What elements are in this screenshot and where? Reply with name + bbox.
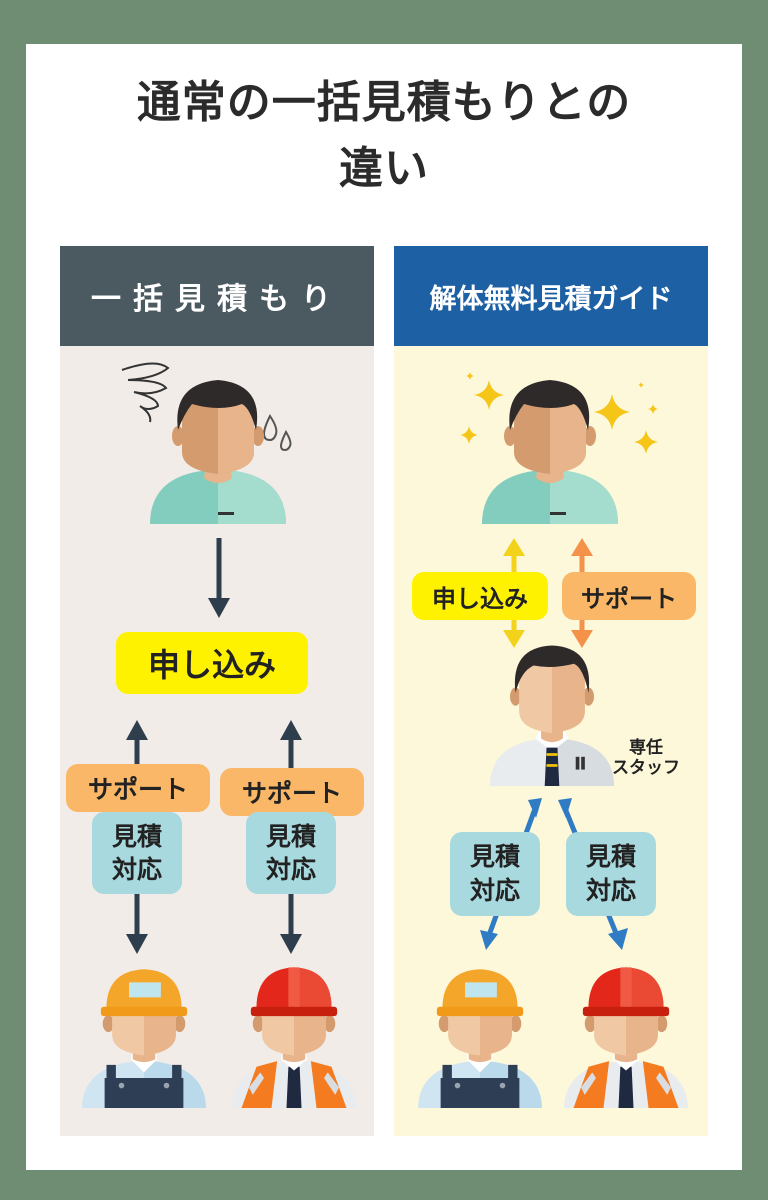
staff-label-line2: スタッフ — [612, 758, 680, 778]
worker-cap-figure — [74, 958, 214, 1108]
arrow-up-icon — [280, 720, 302, 770]
customer-figure — [480, 374, 620, 524]
sparkle-icon — [648, 404, 658, 414]
sparkle-icon — [634, 430, 658, 454]
worker-helmet-figure — [556, 958, 696, 1108]
worker-helmet-figure — [224, 958, 364, 1108]
sparkle-icon — [638, 382, 644, 388]
arrow-down-icon — [208, 538, 230, 618]
estimate-tag-1: 見積 対応 — [450, 832, 540, 916]
support-tag: サポート — [562, 572, 696, 620]
estimate-tag-1-line2: 対応 — [111, 855, 162, 884]
staff-label: 専任 スタッフ — [604, 738, 688, 778]
estimate-tag-1-line2: 対応 — [469, 876, 520, 905]
stress-swirl-icon — [121, 362, 170, 423]
title-line-1: 通常の一括見積もりとの — [136, 77, 632, 128]
support-tag-1: サポート — [66, 764, 210, 812]
page-title: 通常の一括見積もりとの 違い — [0, 70, 768, 202]
sweat-drop-icon — [262, 414, 292, 452]
estimate-tag-1: 見積 対応 — [92, 812, 182, 894]
estimate-tag-2-line2: 対応 — [585, 876, 636, 905]
customer-figure — [148, 374, 288, 524]
arrow-up-icon — [126, 720, 148, 770]
header-bulk-estimate: 一括見積もり — [60, 246, 374, 346]
estimate-tag-2-line1: 見積 — [265, 822, 316, 851]
estimate-tag-1-line1: 見積 — [469, 842, 520, 871]
apply-tag: 申し込み — [412, 572, 548, 620]
sparkle-icon — [460, 426, 478, 444]
title-line-2: 違い — [339, 143, 429, 194]
sparkle-icon — [466, 372, 474, 380]
arrow-down-icon — [280, 894, 302, 954]
panel-bulk-estimate: 一括見積もり 申し込み サポート 見積 対応 サポート 見積 対応 — [60, 246, 374, 1136]
worker-cap-figure — [410, 958, 550, 1108]
estimate-tag-1-line1: 見積 — [111, 822, 162, 851]
estimate-tag-2: 見積 対応 — [246, 812, 336, 894]
apply-tag: 申し込み — [116, 632, 308, 694]
staff-label-line1: 専任 — [629, 738, 663, 758]
panel-free-estimate-guide: 解体無料見積ガイド 申し込み サポート 専任 スタッフ 見積 対応 見積 — [394, 246, 708, 1136]
support-tag-2: サポート — [220, 768, 364, 816]
estimate-tag-2-line2: 対応 — [265, 855, 316, 884]
arrow-down-icon — [126, 894, 148, 954]
estimate-tag-2-line1: 見積 — [585, 842, 636, 871]
dedicated-staff-figure — [482, 640, 622, 786]
header-free-estimate-guide: 解体無料見積ガイド — [394, 246, 708, 346]
estimate-tag-2: 見積 対応 — [566, 832, 656, 916]
